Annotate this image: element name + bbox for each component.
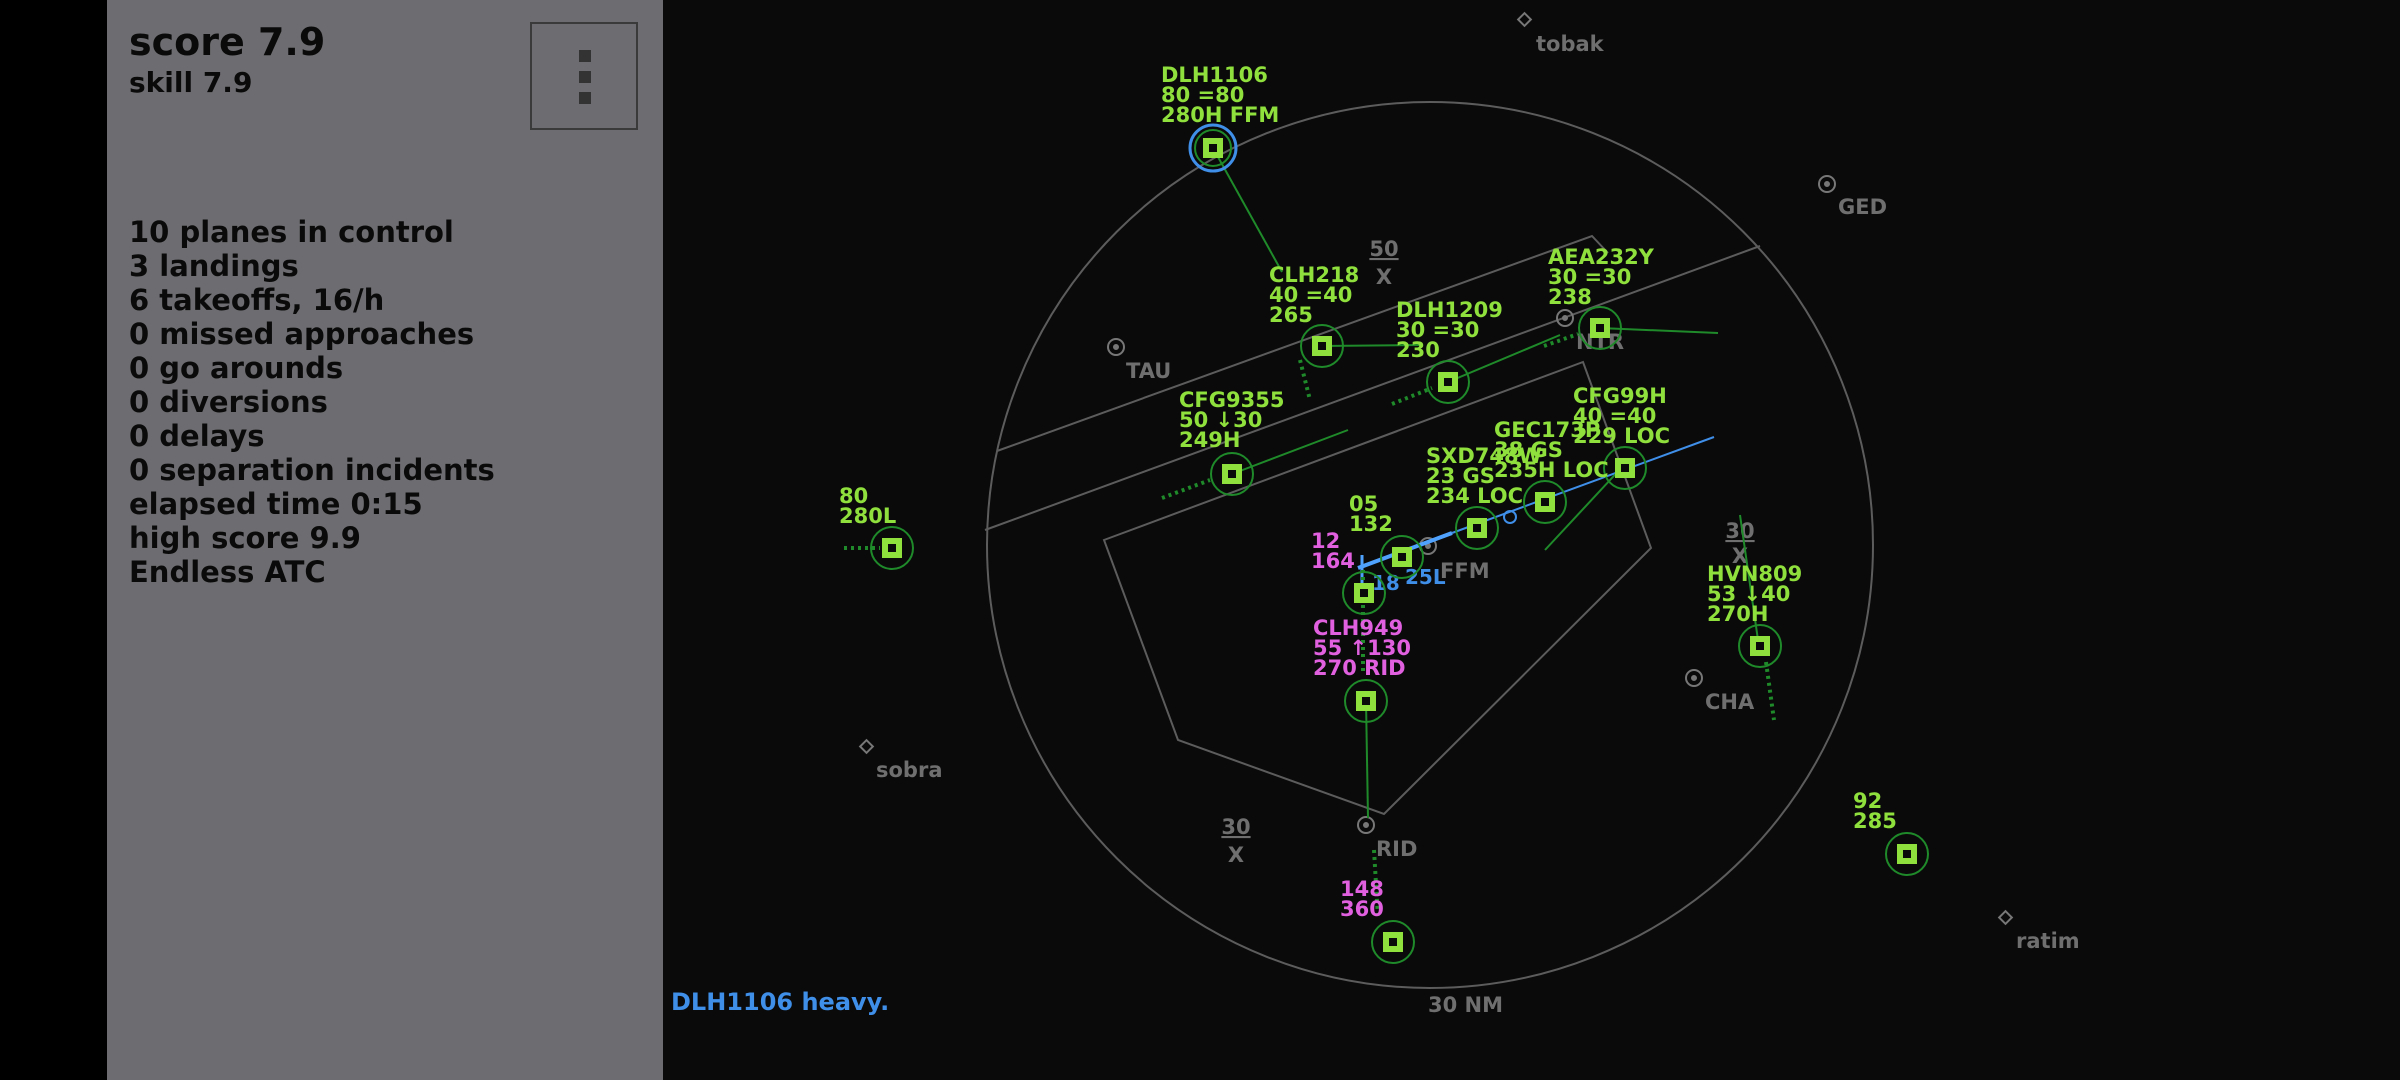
stat-separation: 0 separation incidents (129, 453, 495, 487)
stat-game-mode: Endless ATC (129, 555, 326, 589)
waypoint-ged-icon (1818, 175, 1836, 193)
aircraft-target[interactable] (1426, 360, 1470, 404)
waypoint-ged-label: GED (1838, 195, 1887, 219)
datablock-departure-148[interactable]: 148 360 (1340, 877, 1391, 921)
aircraft-target[interactable] (1885, 832, 1929, 876)
stat-missed: 0 missed approaches (129, 317, 475, 351)
stat-high-score: high score 9.9 (129, 521, 361, 555)
svg-text:30: 30 (1725, 519, 1754, 543)
datablock-cfg9355[interactable]: CFG9355 50 ↓30 249H (1179, 388, 1292, 452)
aircraft-trails (844, 332, 1776, 919)
menu-dot-icon (579, 71, 591, 83)
menu-dot-icon (579, 50, 591, 62)
stat-go-arounds: 0 go arounds (129, 351, 344, 385)
aircraft-target[interactable] (870, 526, 914, 570)
svg-text:X: X (1376, 265, 1392, 289)
svg-text:X: X (1228, 843, 1244, 867)
stat-elapsed: elapsed time 0:15 (129, 487, 423, 521)
datablock-departure-12[interactable]: 12 164 (1311, 529, 1355, 573)
menu-button[interactable] (530, 22, 638, 130)
aircraft-target[interactable] (1300, 324, 1344, 368)
aircraft-target[interactable] (1738, 624, 1782, 668)
altitude-marker: 50 X (1369, 237, 1398, 289)
aircraft-target[interactable] (1523, 480, 1567, 524)
aircraft-target[interactable] (1380, 535, 1424, 579)
waypoint-rid-label: RID (1376, 837, 1417, 861)
datablock-aea232y[interactable]: AEA232Y 30 =30 238 (1548, 245, 1661, 309)
aircraft-target[interactable] (1210, 452, 1254, 496)
aircraft-target[interactable] (1371, 920, 1415, 964)
aircraft-target[interactable] (1344, 679, 1388, 723)
stats-list: 10 planes in control 3 landings 6 takeof… (129, 215, 495, 589)
altitude-marker: 30 X (1725, 519, 1754, 568)
waypoint-sobra-label: sobra (876, 758, 943, 782)
airspace-boundary (996, 234, 1609, 452)
waypoint-rid-icon (1357, 816, 1375, 834)
svg-text:30: 30 (1221, 815, 1250, 839)
datablock-hvn809[interactable]: HVN809 53 ↓40 270H (1707, 562, 1810, 626)
datablock-dlh1106[interactable]: DLH1106 80 =80 280H FFM (1161, 63, 1279, 127)
waypoint-cha-label: CHA (1705, 690, 1755, 714)
waypoint-ntr-icon (1556, 309, 1574, 327)
stat-planes: 10 planes in control (129, 215, 454, 249)
stat-delays: 0 delays (129, 419, 265, 453)
datablock-clh949[interactable]: CLH949 55 ↑130 270 RID (1313, 616, 1418, 680)
skill-label: skill 7.9 (129, 66, 253, 99)
menu-dot-icon (579, 92, 591, 104)
datablock-departure-05[interactable]: 05 132 (1349, 492, 1393, 536)
radar-scope[interactable]: tobak GED TAU NTR FFM CHA RID sobra rati… (663, 0, 2400, 1080)
stat-landings: 3 landings (129, 249, 299, 283)
score-label: score 7.9 (129, 20, 326, 64)
svg-text:25L: 25L (1405, 565, 1446, 589)
aircraft-target[interactable] (1342, 571, 1386, 615)
waypoint-sobra-icon (858, 738, 875, 755)
aircraft-target[interactable] (1455, 506, 1499, 550)
datablock-clh218[interactable]: CLH218 40 =40 265 (1269, 263, 1367, 327)
waypoint-tau-label: TAU (1126, 359, 1171, 383)
datablock-dlh1209[interactable]: DLH1209 30 =30 230 (1396, 298, 1510, 362)
waypoint-tau-icon (1107, 338, 1125, 356)
approach-sector (1102, 360, 1653, 816)
waypoint-ratim-label: ratim (2016, 929, 2080, 953)
aircraft-targets (870, 123, 1929, 964)
waypoint-ratim-icon (1997, 909, 2014, 926)
svg-text:50: 50 (1369, 237, 1398, 261)
altitude-marker: 30 X (1221, 815, 1250, 867)
range-circle (986, 101, 1874, 989)
datablock-departure-west[interactable]: 80 280L (839, 484, 896, 528)
airspace-boundary (984, 245, 1761, 531)
left-margin (0, 0, 107, 1080)
datablock-departure-92[interactable]: 92 285 (1853, 789, 1897, 833)
datablock-sxd748w[interactable]: SXD748W 23 GS 234 LOC (1426, 444, 1549, 508)
waypoint-ffm-label: FFM (1440, 559, 1490, 583)
status-panel: score 7.9 skill 7.9 10 planes in control… (107, 0, 663, 1080)
aircraft-target[interactable] (1188, 123, 1238, 173)
datablock-gec173p[interactable]: GEC173P 38 GS 235H LOC (1494, 418, 1609, 482)
datablock-cfg99h[interactable]: CFG99H 40 =40 229 LOC (1573, 384, 1674, 448)
stat-takeoffs: 6 takeoffs, 16/h (129, 283, 385, 317)
waypoint-tobak-icon (1516, 11, 1533, 28)
range-label: 30 NM (1428, 993, 1503, 1017)
radio-message: DLH1106 heavy. (671, 988, 890, 1016)
waypoint-tobak-label: tobak (1536, 32, 1605, 56)
aircraft-target[interactable] (1578, 306, 1622, 350)
stat-diversions: 0 diversions (129, 385, 328, 419)
waypoint-cha-icon (1685, 669, 1703, 687)
aircraft-target[interactable] (1603, 446, 1647, 490)
